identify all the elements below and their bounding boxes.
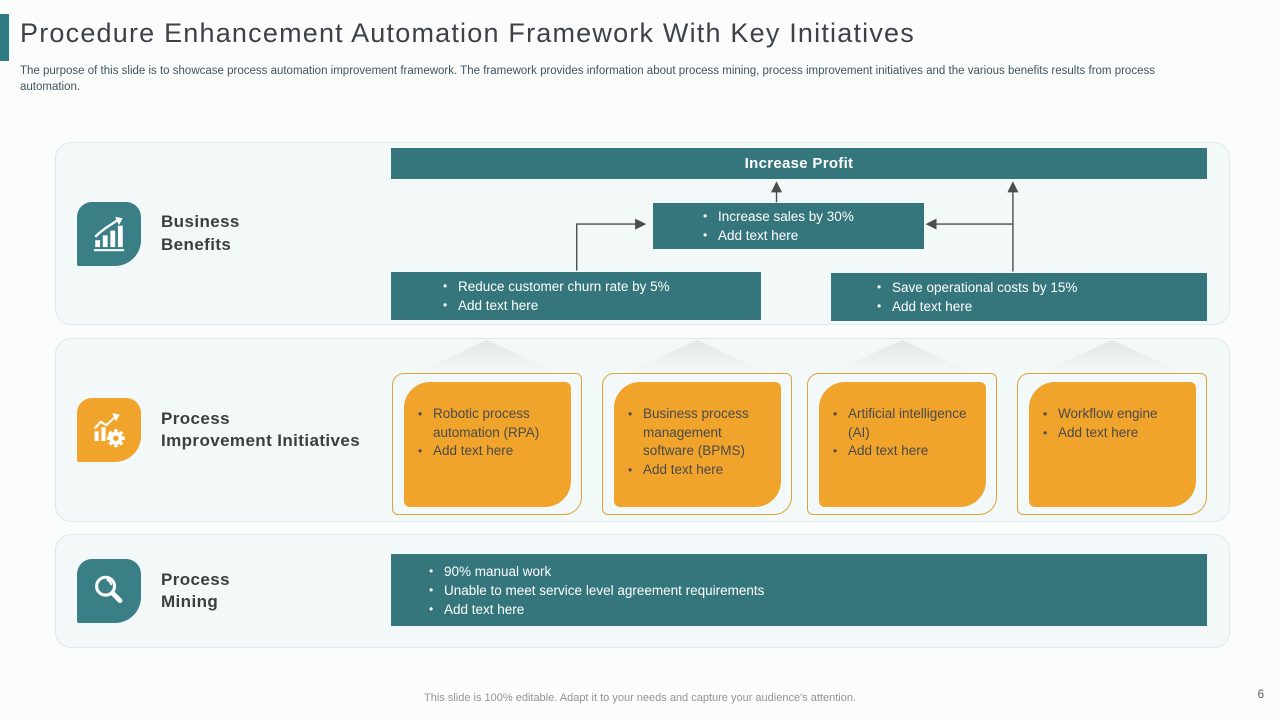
reduce-churn-box: Reduce customer churn rate by 5% Add tex… <box>391 272 761 320</box>
process-mining-box: 90% manual work Unable to meet service l… <box>391 554 1207 626</box>
initiative-card-ai: Artificial intelligence (AI) Add text he… <box>807 373 997 515</box>
process-improvement-label: Process Improvement Initiatives <box>161 408 361 450</box>
process-mining-label: Process Mining <box>161 569 230 611</box>
chevron-up-shape <box>1042 340 1182 372</box>
bullet-item: Workflow engine <box>1041 405 1190 424</box>
bullet-item: Add text here <box>875 297 1207 316</box>
growth-bar-chart-icon <box>77 201 141 266</box>
bullet-item: Unable to meet service level agreement r… <box>427 581 1207 600</box>
chevron-up-shape <box>832 340 972 372</box>
chevron-up-shape <box>627 340 767 372</box>
bullet-item: Add text here <box>441 296 761 315</box>
section-process-mining: Process Mining 90% manual work Unable to… <box>55 534 1230 648</box>
title-accent-bar <box>0 14 9 61</box>
bullet-item: Add text here <box>701 226 924 245</box>
bullet-item: Business process management software (BP… <box>626 405 775 461</box>
section-process-improvement: Process Improvement Initiatives Robotic … <box>55 338 1230 522</box>
process-mining-header: Process Mining <box>77 535 391 647</box>
bullet-item: 90% manual work <box>427 562 1207 581</box>
magnifier-icon <box>77 559 141 623</box>
business-benefits-header: Business Benefits <box>77 143 391 324</box>
bullet-item: Add text here <box>1041 424 1190 443</box>
initiative-card-workflow: Workflow engine Add text here <box>1017 373 1207 515</box>
editable-note: This slide is 100% editable. Adapt it to… <box>424 692 856 704</box>
increase-profit-bar: Increase Profit <box>391 148 1207 179</box>
increase-sales-box: Increase sales by 30% Add text here <box>653 203 924 249</box>
process-improvement-header: Process Improvement Initiatives <box>77 339 391 521</box>
bullet-item: Artificial intelligence (AI) <box>831 405 980 442</box>
bullet-item: Add text here <box>626 461 775 480</box>
page-number: 6 <box>1257 689 1264 701</box>
slide-description: The purpose of this slide is to showcase… <box>20 65 1155 93</box>
save-costs-box: Save operational costs by 15% Add text h… <box>831 273 1207 321</box>
bullet-item: Save operational costs by 15% <box>875 278 1207 297</box>
section-business-benefits: Business Benefits Increase Profit Increa… <box>55 142 1230 325</box>
bullet-item: Robotic process automation (RPA) <box>416 405 565 442</box>
bullet-item: Reduce customer churn rate by 5% <box>441 277 761 296</box>
bullet-item: Increase sales by 30% <box>701 207 924 226</box>
page-title: Procedure Enhancement Automation Framewo… <box>20 18 915 48</box>
business-benefits-label: Business Benefits <box>161 212 240 254</box>
chart-gear-icon <box>77 398 141 462</box>
bullet-item: Add text here <box>427 600 1207 619</box>
initiative-card-bpms: Business process management software (BP… <box>602 373 792 515</box>
initiative-card-rpa: Robotic process automation (RPA) Add tex… <box>392 373 582 515</box>
chevron-up-shape <box>417 340 557 372</box>
bullet-item: Add text here <box>416 442 565 461</box>
bullet-item: Add text here <box>831 442 980 461</box>
